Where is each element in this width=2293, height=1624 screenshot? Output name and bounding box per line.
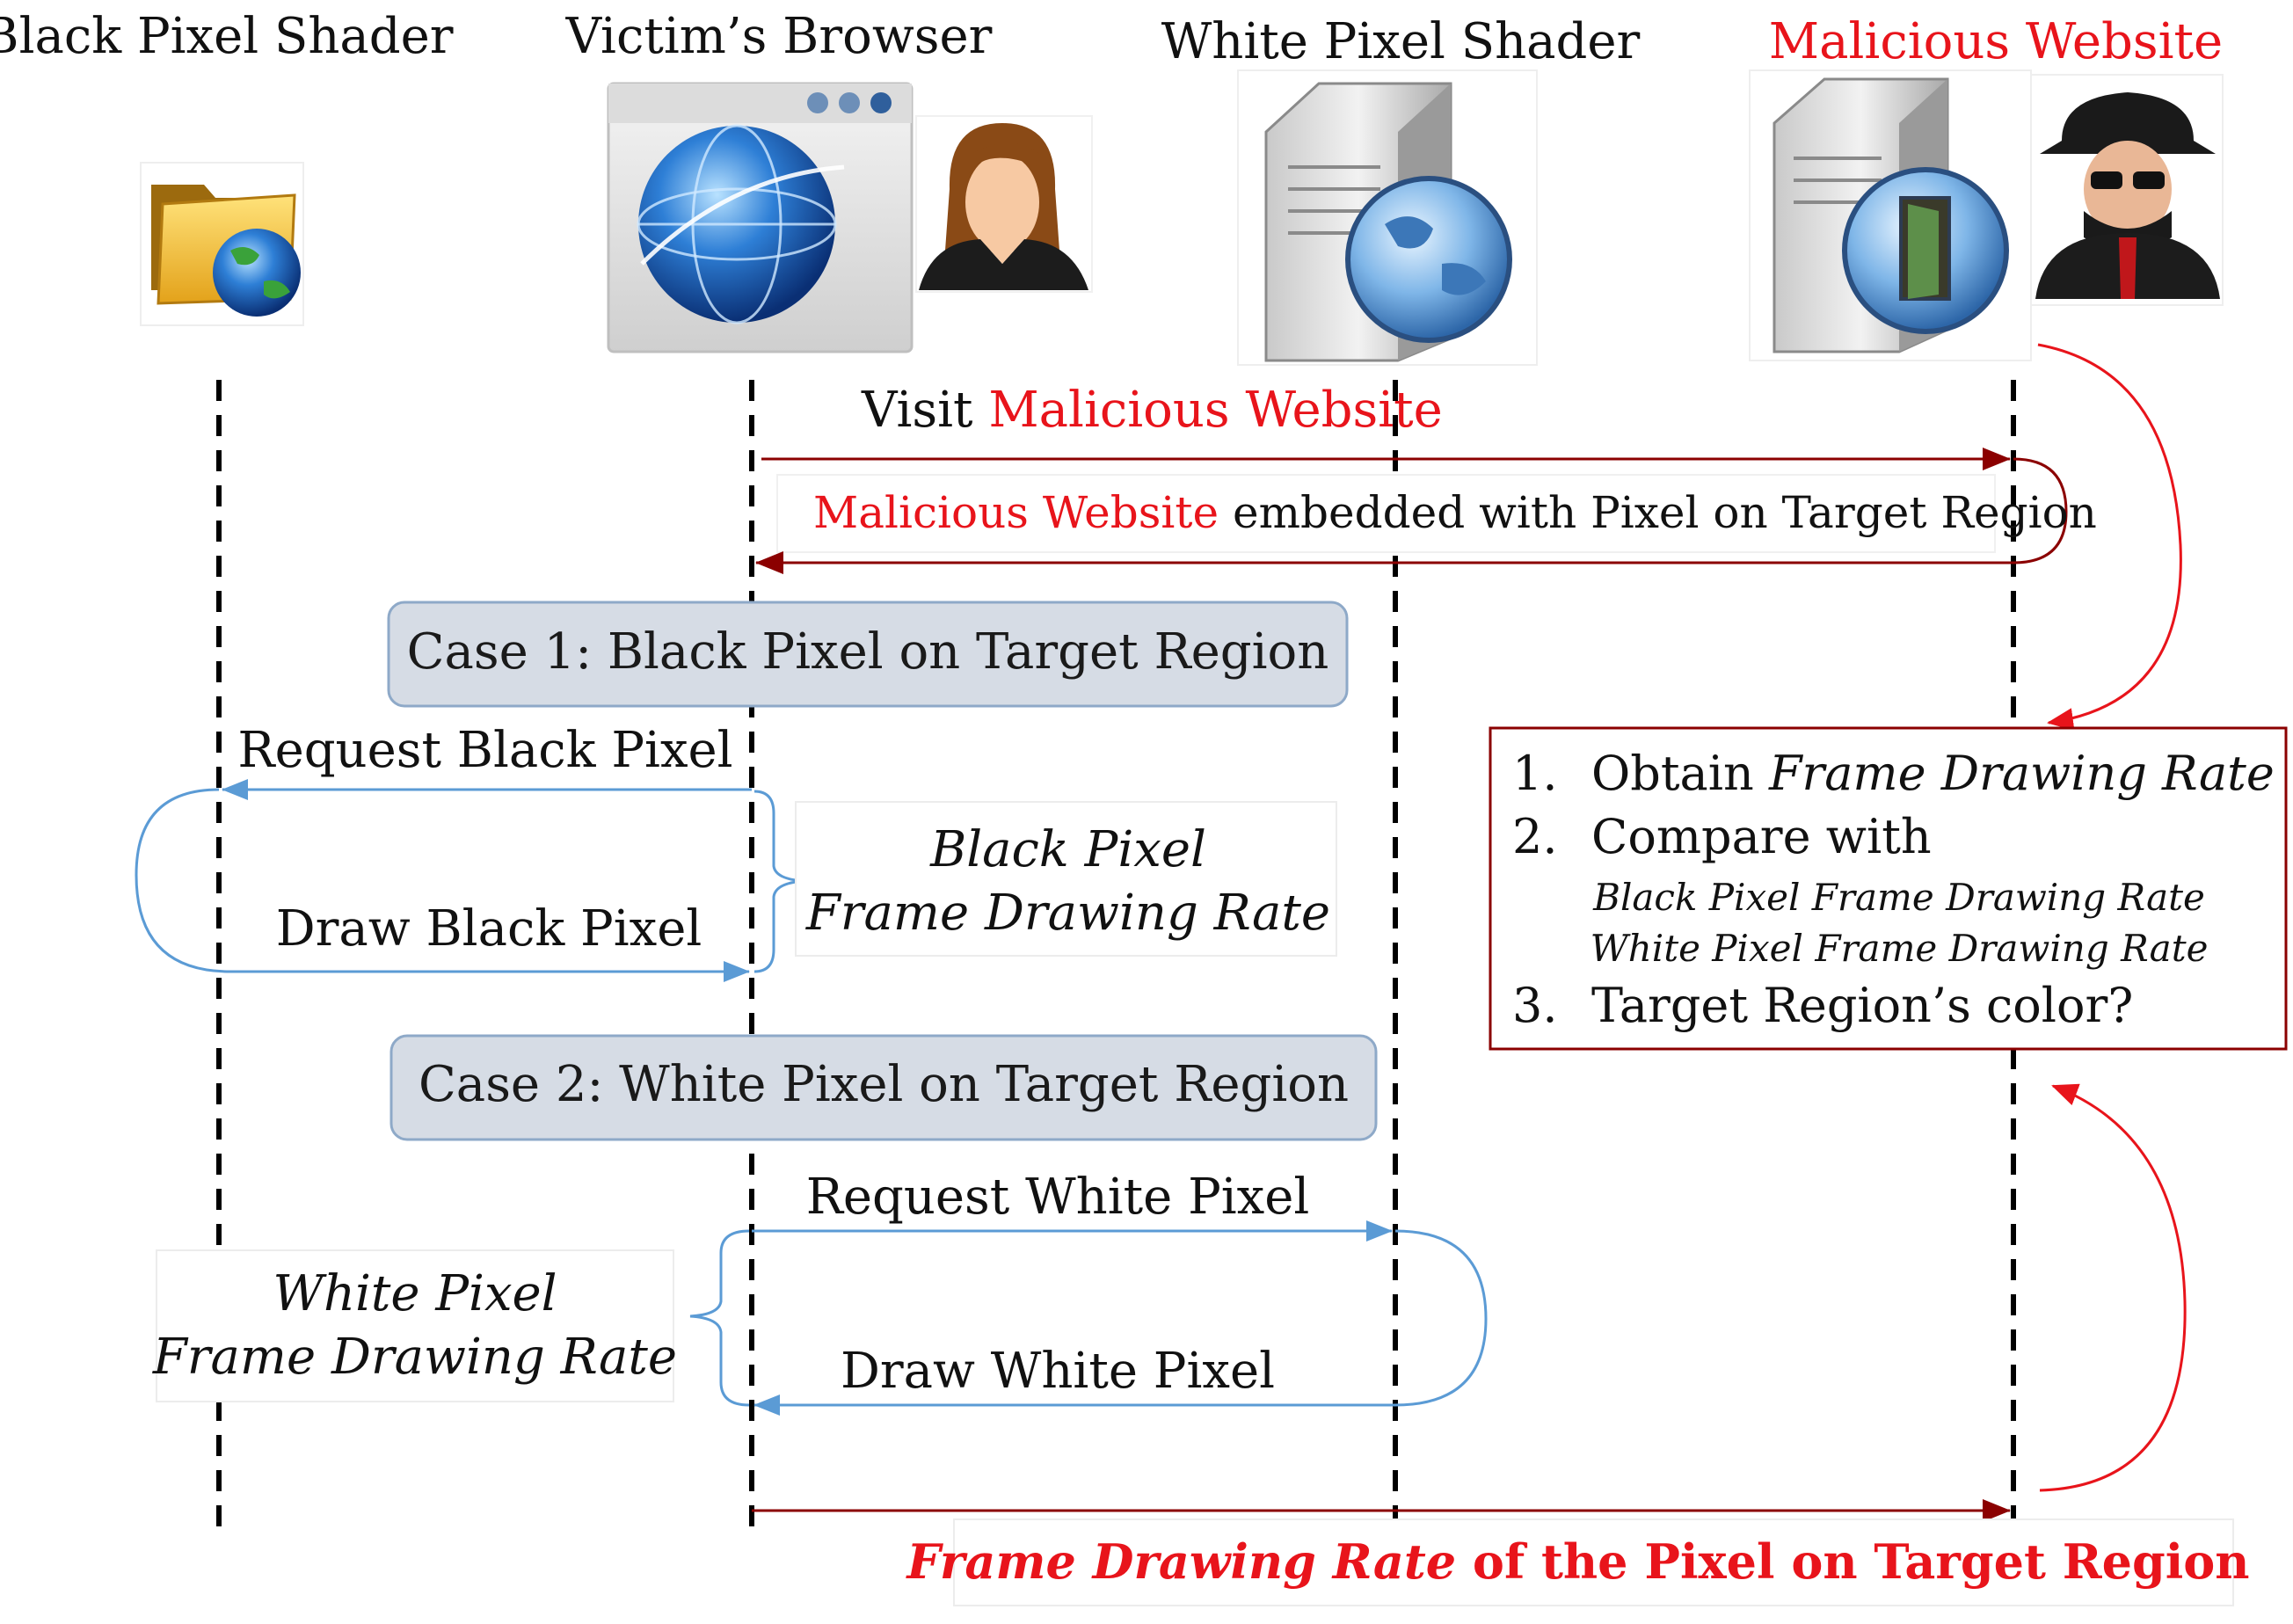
white-loop-curve: [1394, 1229, 1488, 1407]
black-rate-box: [795, 801, 1337, 957]
steps-box: [1489, 726, 2288, 1051]
draw-white-label: Draw White Pixel: [841, 1343, 1275, 1400]
response-label-box: [776, 474, 1996, 553]
step1-number: 1.: [1512, 746, 1558, 801]
request-white-label: Request White Pixel: [806, 1169, 1310, 1226]
step2-text: Compare with: [1591, 809, 1932, 864]
white-rate-line1: White Pixel: [273, 1265, 557, 1322]
case2-box: [389, 1034, 1378, 1141]
request-black-label: Request Black Pixel: [237, 722, 732, 779]
steps-arrow-in: [2037, 343, 2182, 731]
step1-text: Obtain Frame Drawing Rate: [1591, 746, 2275, 801]
actor-label-malicious: Malicious Website: [1769, 13, 2223, 70]
server-door-icon: [1749, 69, 2032, 361]
visit-message-label: Visit Malicious Website: [861, 382, 1443, 439]
actor-label-browser: Victim’s Browser: [565, 8, 993, 65]
draw-black-label: Draw Black Pixel: [276, 900, 702, 958]
white-rate-line2: Frame Drawing Rate: [152, 1329, 677, 1386]
step2-sub2: White Pixel Frame Drawing Rate: [1591, 927, 2209, 970]
case1-label: Case 1: Black Pixel on Target Region: [407, 623, 1329, 681]
step2-number: 2.: [1512, 809, 1558, 864]
actor-label-white-shader: White Pixel Shader: [1161, 13, 1641, 70]
result-arrow-up: [2039, 1083, 2187, 1492]
actor-label-black-shader: Black Pixel Shader: [0, 8, 454, 65]
step3-text: Target Region’s color?: [1591, 978, 2133, 1033]
black-rate-line1: Black Pixel: [929, 821, 1206, 878]
black-rate-line2: Frame Drawing Rate: [805, 885, 1330, 942]
response-message-label: Malicious Website embedded with Pixel on…: [813, 487, 2097, 538]
server-globe-icon: [1237, 69, 1538, 366]
white-rate-brace: [689, 1229, 750, 1407]
result-message-label: Frame Drawing Rate of the Pixel on Targe…: [906, 1533, 2250, 1590]
white-rate-box: [156, 1249, 674, 1402]
case2-label: Case 2: White Pixel on Target Region: [419, 1056, 1349, 1113]
step2-sub1: Black Pixel Frame Drawing Rate: [1592, 876, 2205, 919]
result-label-box: [953, 1518, 2234, 1606]
step3-number: 3.: [1512, 978, 1558, 1033]
victim-person-icon: [915, 115, 1093, 293]
browser-globe-icon: [607, 82, 914, 353]
response-loop-curve: [2013, 457, 2068, 564]
case1-box: [387, 601, 1349, 708]
black-loop-curve: [135, 788, 231, 973]
spy-attacker-icon: [2030, 74, 2224, 306]
folder-globe-icon: [140, 162, 304, 326]
